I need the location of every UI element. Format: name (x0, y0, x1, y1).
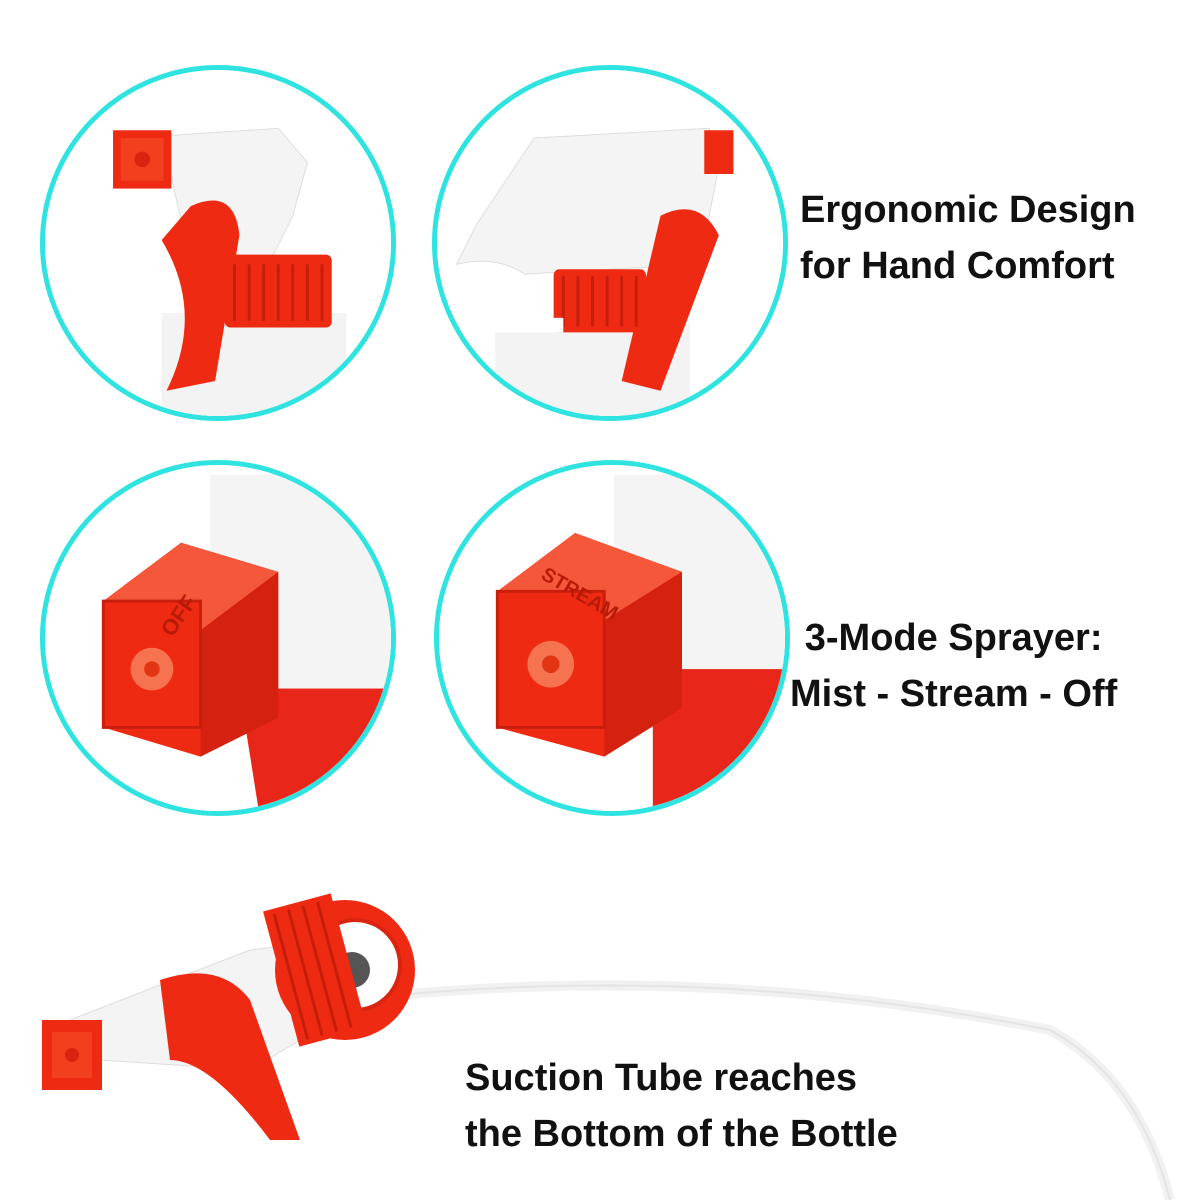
caption-line: Mist - Stream - Off (790, 673, 1118, 715)
feature-caption-sprayer-modes: 3-Mode Sprayer: Mist - Stream - Off (790, 610, 1117, 722)
nozzle-off-closeup-photo: OFF (40, 460, 396, 816)
caption-line: the Bottom of the Bottle (465, 1113, 898, 1155)
caption-line: Ergonomic Design (800, 189, 1136, 231)
nozzle-stream-closeup-photo: STREAM (434, 460, 790, 816)
caption-line: 3-Mode Sprayer: (804, 617, 1103, 659)
sprayer-with-suction-tube-photo (42, 893, 1175, 1200)
trigger-side-view-photo (40, 65, 396, 421)
trigger-back-view-photo (432, 65, 788, 421)
feature-caption-suction-tube: Suction Tube reaches the Bottom of the B… (465, 1050, 898, 1162)
caption-line: Suction Tube reaches (465, 1057, 858, 1099)
caption-line: for Hand Comfort (800, 245, 1115, 287)
feature-caption-ergonomic: Ergonomic Design for Hand Comfort (800, 182, 1136, 294)
